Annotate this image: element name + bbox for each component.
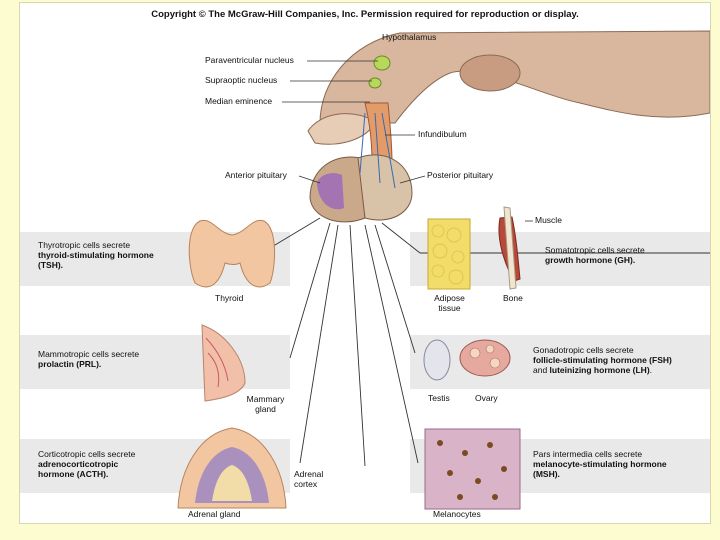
thyrotropic-line1: Thyrotropic cells secrete	[38, 240, 131, 250]
label-adrenal-cortex: Adrenal cortex	[294, 469, 324, 490]
pars-intermedia-line2: melanocyte-stimulating hormone	[533, 458, 667, 469]
label-paraventricular: Paraventricular nucleus	[205, 55, 294, 65]
gonadotropic-line3a: and	[533, 364, 550, 375]
label-adrenal-cortex-line2: cortex	[294, 478, 318, 489]
gonadotropic-line3b: luteinizing hormone (LH)	[549, 364, 650, 375]
text-gonadotropic: Gonadotropic cells secrete follicle-stim…	[533, 345, 672, 376]
label-mammary-line1: Mammary	[246, 394, 285, 404]
corticotropic-line1: Corticotropic cells secrete	[38, 449, 136, 459]
supraoptic-nucleus-shape	[368, 77, 382, 89]
label-infundibulum: Infundibulum	[418, 129, 467, 139]
bone-shape	[503, 206, 517, 290]
pars-intermedia-line3: (MSH).	[533, 468, 560, 479]
label-mammary-line2: gland	[255, 403, 276, 414]
mammotropic-line1: Mammotropic cells secrete	[38, 349, 140, 359]
paraventricular-nucleus-shape	[373, 55, 391, 71]
thyroid-shape	[188, 219, 276, 288]
label-adrenal-cortex-line1: Adrenal	[294, 469, 324, 479]
gonadotropic-line3: and luteinizing hormone (LH).	[533, 364, 672, 376]
corticotropic-line2: adrenocorticotropic	[38, 458, 119, 469]
thyrotropic-line3: (TSH).	[38, 259, 64, 270]
label-bone: Bone	[503, 293, 523, 303]
label-mammary-gland: Mammary gland	[238, 394, 293, 415]
label-thyroid: Thyroid	[215, 293, 244, 303]
thyrotropic-line2: thyroid-stimulating hormone	[38, 249, 154, 260]
mammotropic-line2: prolactin (PRL).	[38, 358, 102, 369]
text-somatotropic: Somatotropic cells secrete growth hormon…	[545, 245, 645, 266]
label-adrenal-gland: Adrenal gland	[188, 509, 241, 519]
label-adipose-line2: tissue	[438, 302, 461, 313]
label-muscle: Muscle	[535, 215, 562, 225]
text-mammotropic: Mammotropic cells secrete prolactin (PRL…	[38, 349, 140, 370]
somatotropic-line2: growth hormone (GH).	[545, 254, 636, 265]
illustration	[177, 30, 710, 510]
gonadotropic-line1: Gonadotropic cells secrete	[533, 345, 634, 355]
label-adipose-line1: Adipose	[434, 293, 465, 303]
text-pars-intermedia: Pars intermedia cells secrete melanocyte…	[533, 449, 667, 479]
label-hypothalamus: Hypothalamus	[382, 32, 437, 42]
text-corticotropic: Corticotropic cells secrete adrenocortic…	[38, 449, 136, 479]
label-supraoptic: Supraoptic nucleus	[205, 75, 278, 85]
label-adipose-tissue: Adipose tissue	[422, 293, 477, 314]
mammary-gland-shape	[201, 324, 246, 402]
label-ovary: Ovary	[475, 393, 498, 403]
brain-lobe-shape	[459, 54, 521, 92]
label-testis: Testis	[428, 393, 450, 403]
gonadotropic-line2: follicle-stimulating hormone (FSH)	[533, 354, 672, 365]
pars-intermedia-line1: Pars intermedia cells secrete	[533, 449, 643, 459]
text-thyrotropic: Thyrotropic cells secrete thyroid-stimul…	[38, 240, 154, 270]
label-melanocytes: Melanocytes	[433, 509, 481, 519]
band-gonadotropic	[410, 335, 710, 389]
testis-shape	[423, 339, 451, 381]
copyright-notice: Copyright © The McGraw-Hill Companies, I…	[151, 9, 579, 20]
label-pointers	[282, 60, 533, 222]
ovary-shape	[459, 339, 511, 377]
corticotropic-line3: hormone (ACTH).	[38, 468, 109, 479]
infundibulum-shape	[364, 102, 393, 164]
somatotropic-line1: Somatotropic cells secrete	[545, 245, 645, 255]
gonadotropic-line3c: .	[649, 364, 653, 375]
pituitary-purple-region	[317, 173, 344, 210]
posterior-pituitary-shape	[357, 154, 413, 221]
label-anterior-pituitary: Anterior pituitary	[225, 170, 287, 180]
label-posterior-pituitary: Posterior pituitary	[427, 170, 494, 180]
label-median-eminence: Median eminence	[205, 96, 273, 106]
figure-frame: Copyright © The McGraw-Hill Companies, I…	[19, 2, 711, 524]
